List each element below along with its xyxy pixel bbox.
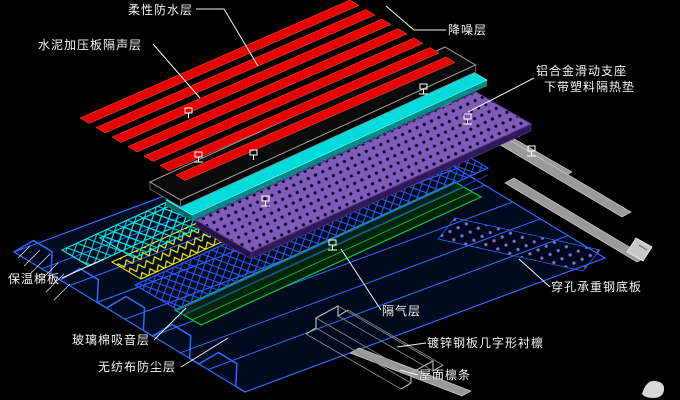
c-purlin-section (626, 237, 653, 262)
waterproof-membrane-strips (79, 0, 456, 181)
watermark-logo (642, 380, 665, 398)
leader-noise-reduction (385, 5, 446, 31)
label-flexible-waterproof: 柔性防水层 (128, 3, 194, 17)
label-galvanized-liner: 镀锌钢板几字形衬檩 (427, 336, 545, 350)
support-clip-icon (328, 239, 337, 251)
roof-purlins (305, 177, 653, 397)
perforated-acoustic-layer (194, 91, 533, 260)
label-alu-support-line1: 铝合金滑动支座 (536, 64, 628, 78)
leader-insulation-board (61, 258, 105, 279)
purlin-bar (349, 347, 472, 397)
label-glass-wool: 玻璃棉吸音层 (72, 333, 151, 347)
leader-flexible-waterproof (196, 8, 259, 67)
support-clip-icon (261, 195, 270, 207)
leader-glass-wool (153, 307, 187, 341)
leader-alu-support (467, 77, 535, 113)
support-clip-icon (194, 151, 203, 163)
label-cement-board: 水泥加压板隔声层 (38, 38, 143, 52)
label-roof-purlin: 屋面檩条 (419, 368, 472, 382)
hat-channel-liner (305, 304, 444, 390)
leader-galvanized-liner (396, 342, 427, 348)
leader-vapor-barrier (340, 248, 382, 311)
leader-roof-purlin (399, 369, 419, 376)
leader-cement-board (152, 43, 201, 99)
seam-clip-icon (249, 149, 258, 160)
deck-corrugation-profile (13, 239, 246, 393)
label-nonwoven-dust: 无纺布防尘层 (98, 360, 177, 374)
label-vapor-barrier: 隔气层 (382, 304, 422, 318)
leader-lines (61, 5, 551, 376)
label-alu-support: 铝合金滑动支座 下带塑料隔热垫 (536, 63, 635, 95)
leader-nonwoven-dust (180, 337, 229, 368)
label-noise-reduction: 降噪层 (448, 23, 488, 37)
sliding-support-clips (184, 83, 536, 251)
label-insulation-board: 保温棉板 (8, 272, 61, 286)
label-perforated-deck: 穿孔承重钢底板 (551, 280, 643, 294)
seam-clip-icon (184, 107, 193, 118)
support-clip-icon (527, 145, 536, 157)
support-clip-icon (419, 83, 428, 95)
deck-cut-hatch (17, 245, 71, 301)
leader-perforated-deck (518, 258, 551, 288)
deck-perforation-dots (437, 217, 601, 272)
support-clip-icon (463, 113, 472, 125)
label-alu-support-line2: 下带塑料隔热垫 (544, 80, 636, 94)
